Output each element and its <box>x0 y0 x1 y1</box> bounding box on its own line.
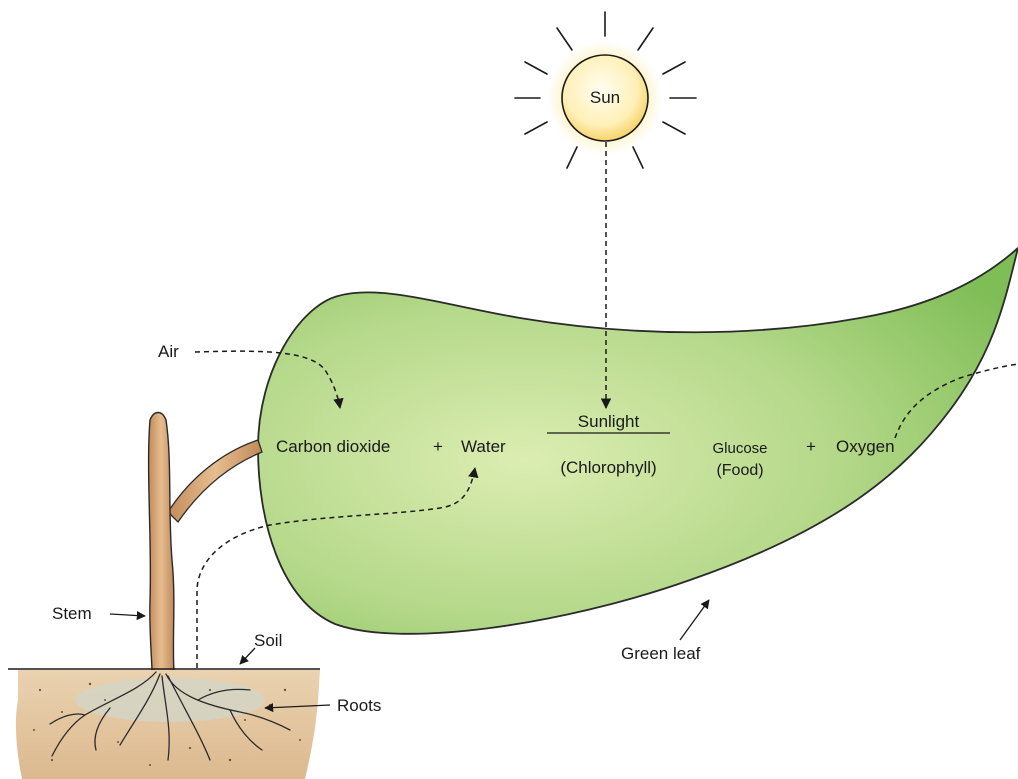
stem <box>149 413 174 673</box>
green-leaf-label: Green leaf <box>621 645 700 662</box>
soil-label: Soil <box>254 632 282 649</box>
stem-pointer <box>110 614 145 616</box>
product-oxygen: Oxygen <box>836 438 895 455</box>
branch <box>168 440 262 522</box>
product-glucose: Glucose <box>700 441 780 456</box>
stem-label: Stem <box>52 605 92 622</box>
soil-pointer <box>240 648 255 664</box>
product-glucose-food-note: (Food) <box>700 463 780 479</box>
roots-label: Roots <box>337 697 381 714</box>
condition-sunlight: Sunlight <box>547 413 670 430</box>
air-label: Air <box>158 343 179 360</box>
green-leaf-pointer <box>680 600 709 640</box>
soil-group <box>8 669 320 779</box>
reactant-water: Water <box>461 438 506 455</box>
condition-chlorophyll: (Chlorophyll) <box>537 459 680 476</box>
reactant-carbon-dioxide: Carbon dioxide <box>276 438 390 455</box>
plus-sign-2: + <box>806 438 816 455</box>
soil-moist-patch <box>75 678 265 722</box>
stem-group <box>149 413 262 673</box>
plus-sign-1: + <box>433 438 443 455</box>
sun-label: Sun <box>575 89 635 106</box>
